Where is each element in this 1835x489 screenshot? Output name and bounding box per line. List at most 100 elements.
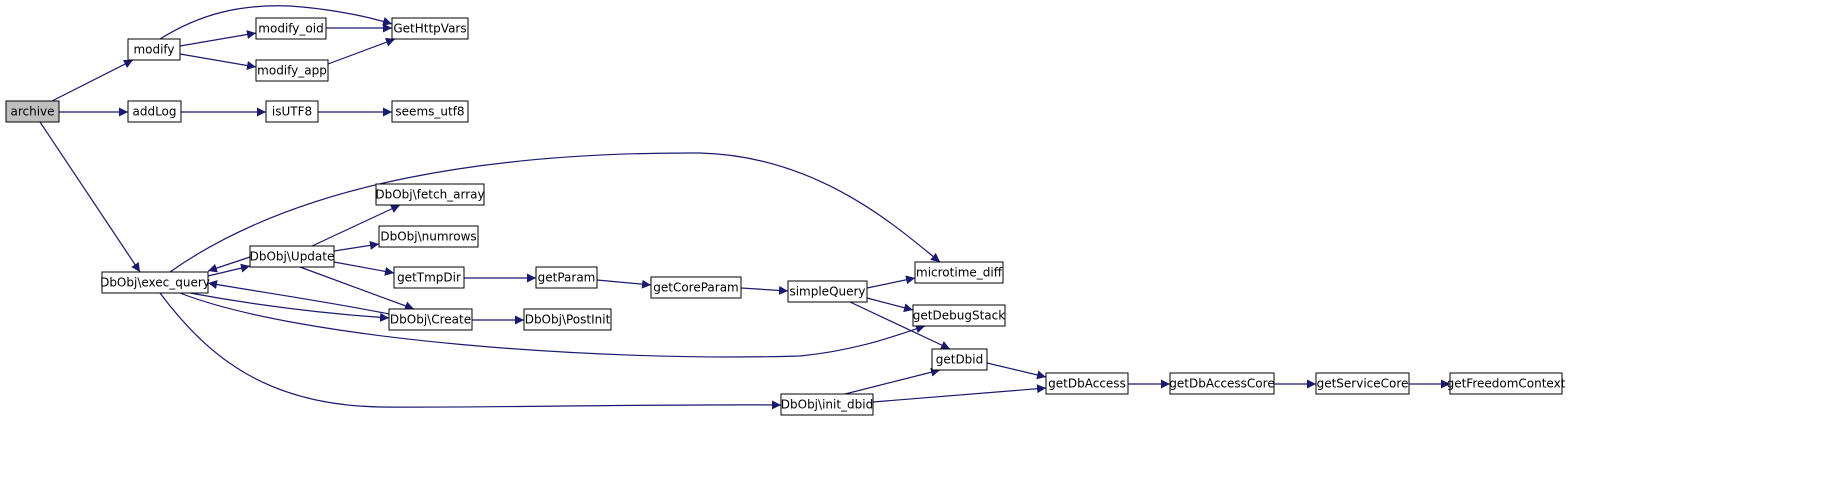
node-label: getDbAccessCore	[1169, 377, 1274, 391]
edge-exec_query-to-init_dbid	[159, 292, 782, 410]
edge-exec_query-to-create	[189, 292, 390, 322]
node-label: getDebugStack	[913, 309, 1005, 323]
node-box	[375, 183, 485, 206]
edge-modify-to-GetHttpVars	[159, 5, 393, 40]
node-simpleQuery[interactable]: simpleQuery	[787, 280, 868, 303]
node-label: seems_utf8	[395, 105, 464, 119]
edge-update-to-create	[299, 266, 415, 311]
node-postinit[interactable]: DbObj\PostInit	[523, 308, 612, 331]
node-box	[1169, 372, 1275, 395]
node-getTmpDir[interactable]: getTmpDir	[393, 266, 465, 289]
node-box	[391, 100, 469, 123]
node-box	[265, 100, 319, 123]
node-label: archive	[10, 105, 54, 119]
node-box	[393, 266, 465, 289]
node-label: DbObj\exec_query	[100, 276, 210, 290]
node-modify_app[interactable]: modify_app	[255, 59, 329, 82]
node-getDbAccessCore[interactable]: getDbAccessCore	[1169, 372, 1275, 395]
node-label: modify_oid	[258, 22, 323, 36]
node-box	[650, 276, 742, 299]
node-box	[535, 266, 598, 289]
edge-getCoreParam-to-simpleQuery	[740, 285, 789, 295]
edge-modify-to-modify_oid	[179, 30, 257, 47]
node-label: getTmpDir	[397, 271, 461, 285]
node-box	[391, 17, 469, 40]
node-update[interactable]: DbObj\Update	[249, 245, 335, 268]
edge-update-to-getTmpDir	[333, 261, 395, 276]
edge-create-to-exec_query	[207, 280, 390, 315]
node-label: GetHttpVars	[393, 22, 466, 36]
node-box	[249, 245, 335, 268]
node-label: DbObj\Update	[250, 250, 335, 264]
node-fetch_array[interactable]: DbObj\fetch_array	[375, 183, 485, 206]
node-numrows[interactable]: DbObj\numrows	[378, 225, 479, 248]
node-exec_query[interactable]: DbObj\exec_query	[100, 271, 210, 294]
edge-update-to-fetch_array	[311, 204, 401, 247]
node-getParam[interactable]: getParam	[535, 266, 598, 289]
node-box	[1449, 372, 1563, 395]
node-microtime_diff[interactable]: microtime_diff	[914, 261, 1004, 284]
node-label: DbObj\numrows	[380, 230, 476, 244]
node-addLog[interactable]: addLog	[127, 100, 182, 123]
node-seems_utf8[interactable]: seems_utf8	[391, 100, 469, 123]
node-getCoreParam[interactable]: getCoreParam	[650, 276, 742, 299]
node-label: DbObj\fetch_array	[375, 188, 484, 202]
node-GetHttpVars[interactable]: GetHttpVars	[391, 17, 469, 40]
edge-init_dbid-to-getDbAccess	[872, 384, 1047, 403]
node-label: simpleQuery	[789, 285, 865, 299]
edge-simpleQuery-to-getDebugStack	[866, 297, 914, 313]
node-getDbid[interactable]: getDbid	[931, 348, 988, 371]
edge-archive-to-exec_query	[39, 121, 141, 273]
edge-simpleQuery-to-microtime_diff	[866, 275, 916, 289]
node-modify[interactable]: modify	[127, 38, 181, 61]
node-label: modify	[133, 43, 174, 57]
edge-modify_app-to-GetHttpVars	[327, 37, 396, 65]
node-init_dbid[interactable]: DbObj\init_dbid	[780, 393, 874, 416]
edge-getDbid-to-getDbAccess	[986, 362, 1047, 380]
node-label: getParam	[538, 271, 596, 285]
node-label: getDbAccess	[1048, 377, 1126, 391]
node-box	[1045, 372, 1129, 395]
node-modify_oid[interactable]: modify_oid	[255, 17, 327, 40]
node-getDbAccess[interactable]: getDbAccess	[1045, 372, 1129, 395]
node-label: isUTF8	[272, 105, 312, 119]
edge-archive-to-modify	[51, 59, 134, 102]
node-label: getFreedomContext	[1447, 377, 1566, 391]
node-box	[378, 225, 479, 248]
node-box	[931, 348, 988, 371]
node-create[interactable]: DbObj\Create	[388, 308, 473, 331]
edge-update-to-numrows	[333, 240, 380, 252]
node-box	[127, 100, 182, 123]
node-box	[255, 59, 329, 82]
node-label: microtime_diff	[916, 266, 1003, 280]
node-label: getServiceCore	[1317, 377, 1409, 391]
edge-init_dbid-to-getDbid	[844, 367, 941, 395]
node-getFreedomContext[interactable]: getFreedomContext	[1447, 372, 1566, 395]
edge-simpleQuery-to-getDbid	[849, 301, 951, 350]
node-label: addLog	[132, 105, 176, 119]
node-box	[255, 17, 327, 40]
node-box	[127, 38, 181, 61]
edge-exec_query-to-getDebugStack	[179, 292, 926, 358]
node-getDebugStack[interactable]: getDebugStack	[912, 304, 1006, 327]
node-isUTF8[interactable]: isUTF8	[265, 100, 319, 123]
node-label: getDbid	[936, 353, 984, 367]
node-label: DbObj\PostInit	[525, 313, 611, 327]
node-box	[780, 393, 874, 416]
node-box	[5, 100, 60, 123]
node-label: getCoreParam	[653, 281, 739, 295]
edge-getParam-to-getCoreParam	[596, 279, 652, 289]
edge-exec_query-to-update	[207, 263, 251, 277]
node-label: modify_app	[257, 64, 327, 78]
node-archive[interactable]: archive	[5, 100, 60, 123]
node-box	[101, 271, 209, 294]
edge-update-to-exec_query	[207, 256, 251, 273]
edge-modify-to-modify_app	[179, 53, 257, 70]
edges-layer	[39, 5, 1450, 410]
node-box	[787, 280, 868, 303]
node-getServiceCore[interactable]: getServiceCore	[1315, 372, 1410, 395]
node-box	[388, 308, 473, 331]
node-label: DbObj\init_dbid	[781, 398, 873, 412]
